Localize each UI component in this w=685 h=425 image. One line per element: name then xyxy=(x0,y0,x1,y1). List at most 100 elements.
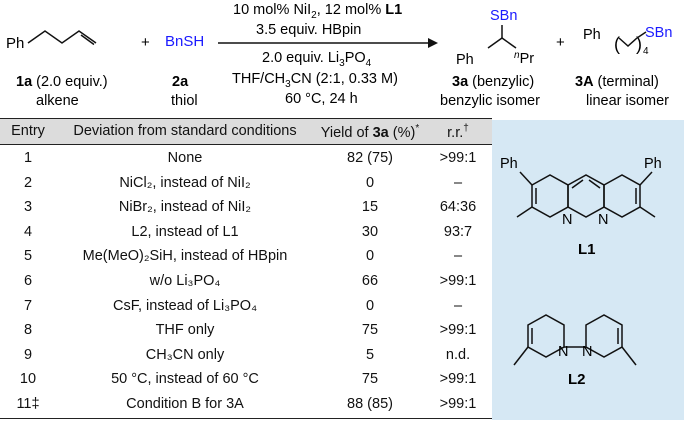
header-deviation: Deviation from standard conditions xyxy=(73,123,297,139)
deviation-cell: THF only xyxy=(155,322,215,339)
entry-cell: 11‡ xyxy=(16,396,40,412)
product-ph-label: Ph xyxy=(456,52,474,68)
table-row: 9 CH₃CN only 5 n.d. xyxy=(0,344,492,368)
yield-cell: 30 xyxy=(361,223,379,240)
entry-cell: 10 xyxy=(19,371,37,388)
rr-cell: 93:7 xyxy=(443,223,473,240)
entry-cell: 2 xyxy=(23,174,33,191)
svg-text:3A(terminal): 3A(terminal) xyxy=(575,74,659,90)
condition-line-3: 2.0 equiv. Li3PO4 xyxy=(262,50,372,69)
deviation-cell: Condition B for 3A xyxy=(126,396,244,412)
reaction-scheme: Ph 1a(2.0 equiv.) alkene + BnSH 2a thiol… xyxy=(0,0,685,118)
l1-label: L1 xyxy=(578,241,596,258)
optimization-table: Ph Ph N N L1 N N L2 Entry Deviation from… xyxy=(0,118,685,421)
side-ph-label: Ph xyxy=(583,27,601,43)
condition-line-2: 3.5 equiv. HBpin xyxy=(256,22,361,38)
rr-cell: >99:1 xyxy=(439,150,477,166)
svg-text:): ) xyxy=(636,34,642,54)
table-row: 2 NiCl₂, instead of NiI₂ 0 – xyxy=(0,172,492,196)
header-entry: Entry xyxy=(11,123,45,139)
deviation-cell: CH₃CN only xyxy=(145,346,225,363)
side-id: 3A xyxy=(575,74,594,90)
reaction-arrowhead xyxy=(428,38,438,48)
side-name: linear isomer xyxy=(586,93,669,109)
yield-cell: 0 xyxy=(365,297,375,314)
l2-label: L2 xyxy=(568,371,586,388)
entry-cell: 1 xyxy=(23,150,33,166)
l1-n-left: N xyxy=(562,212,572,228)
condition-line-1: 10 mol% NiI2, 12 mol% L1 xyxy=(233,2,402,21)
thiol-id: 2a xyxy=(172,74,189,90)
yield-cell: 5 xyxy=(365,346,375,363)
deviation-cell: 50 °C, instead of 60 °C xyxy=(111,371,259,388)
yield-cell: 75 xyxy=(361,371,379,388)
rr-cell: 64:36 xyxy=(439,199,477,216)
entry-cell: 7 xyxy=(23,297,33,314)
yield-cell: 75 xyxy=(361,322,379,339)
plus-sign-2: + xyxy=(556,34,565,51)
yield-cell: 0 xyxy=(365,174,375,191)
table-row: 4 L2, instead of L1 30 93:7 xyxy=(0,221,492,245)
deviation-cell: L2, instead of L1 xyxy=(131,223,239,240)
deviation-cell: None xyxy=(167,150,203,166)
reaction-scheme-svg: Ph 1a(2.0 equiv.) alkene + BnSH 2a thiol… xyxy=(6,2,672,109)
alkene-chain xyxy=(27,30,97,44)
entry-cell: 6 xyxy=(23,273,33,289)
entry-cell: 3 xyxy=(23,199,33,216)
rr-cell: – xyxy=(453,248,463,265)
table-row: 1 None 82 (75) >99:1 xyxy=(0,147,492,171)
product-tag: (benzylic) xyxy=(472,74,534,90)
table-row: 3 NiBr₂, instead of NiI₂ 15 64:36 xyxy=(0,196,492,220)
svg-text:3a(benzylic): 3a(benzylic) xyxy=(452,74,534,90)
deviation-cell: Me(MeO)₂SiH, instead of HBpin xyxy=(82,248,288,265)
entry-cell: 5 xyxy=(23,248,33,265)
l2-n-right: N xyxy=(582,344,592,360)
product-propyl-label: nPr xyxy=(514,50,534,67)
side-tag: (terminal) xyxy=(598,74,659,90)
alkene-amount: (2.0 equiv.) xyxy=(36,74,107,90)
rr-cell: n.d. xyxy=(445,346,471,363)
ligand-panel: Ph Ph N N L1 N N L2 xyxy=(492,120,684,420)
rr-cell: >99:1 xyxy=(439,322,477,339)
yield-cell: 15 xyxy=(361,199,379,216)
alkene-ph-label: Ph xyxy=(6,35,24,52)
rr-cell: >99:1 xyxy=(439,371,477,388)
product-id: 3a xyxy=(452,74,469,90)
deviation-cell: NiCl₂, instead of NiI₂ xyxy=(119,174,251,191)
side-repeat-count: 4 xyxy=(643,46,649,57)
yield-cell: 0 xyxy=(365,248,375,265)
table-row: 8 THF only 75 >99:1 xyxy=(0,319,492,343)
entry-cell: 9 xyxy=(23,346,33,363)
product-name: benzylic isomer xyxy=(440,93,540,109)
yield-cell: 82 (75) xyxy=(347,150,393,166)
table-row: 10 50 °C, instead of 60 °C 75 >99:1 xyxy=(0,368,492,392)
table-row: 7 CsF, instead of Li₃PO₄ 0 – xyxy=(0,295,492,319)
yield-cell: 88 (85) xyxy=(347,396,393,412)
deviation-cell: CsF, instead of Li₃PO₄ xyxy=(113,297,257,314)
header-yield: Yield of 3a (%)* xyxy=(320,123,420,141)
entry-cell: 4 xyxy=(23,223,33,240)
condition-line-4: THF/CH3CN (2:1, 0.33 M) xyxy=(232,71,398,90)
header-rr: r.r.† xyxy=(447,123,469,141)
thiol-name: thiol xyxy=(171,93,198,109)
thiol-formula: BnSH xyxy=(165,33,204,50)
side-sbn-label: SBn xyxy=(645,25,672,41)
rr-cell: >99:1 xyxy=(439,273,477,289)
table-row: 5 Me(MeO)₂SiH, instead of HBpin 0 – xyxy=(0,245,492,269)
rr-cell: – xyxy=(453,297,463,314)
l1-ph-left: Ph xyxy=(500,156,518,172)
l1-n-right: N xyxy=(598,212,608,228)
entry-cell: 8 xyxy=(23,322,33,339)
product-sbn-label: SBn xyxy=(490,8,517,24)
svg-text:1a(2.0 equiv.): 1a(2.0 equiv.) xyxy=(16,74,108,90)
plus-sign-1: + xyxy=(141,34,150,51)
rr-cell: – xyxy=(453,174,463,191)
alkene-double-bond xyxy=(80,34,95,46)
deviation-cell: NiBr₂, instead of NiI₂ xyxy=(118,199,252,216)
l1-ph-right: Ph xyxy=(644,156,662,172)
alkene-name: alkene xyxy=(36,93,79,109)
table-header: Entry Deviation from standard conditions… xyxy=(0,118,492,145)
yield-cell: 66 xyxy=(361,273,379,289)
